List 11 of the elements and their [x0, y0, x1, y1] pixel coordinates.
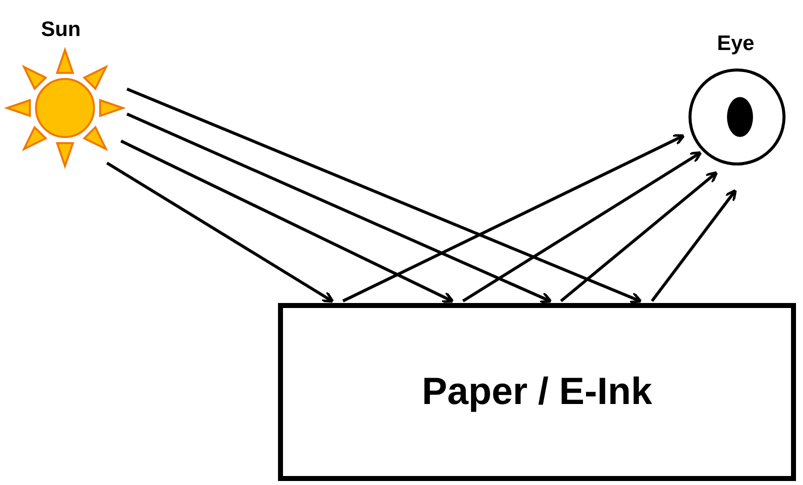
arrow — [560, 171, 718, 302]
arrow — [126, 88, 642, 304]
arrow — [126, 112, 552, 304]
arrow — [650, 188, 737, 302]
node-label: Sun — [41, 18, 81, 42]
arrow — [120, 140, 454, 303]
arrow — [462, 151, 702, 302]
arrow — [342, 134, 686, 302]
surface-box: Paper / E-Ink — [278, 303, 796, 481]
arrow — [106, 162, 334, 303]
node-label: Eye — [717, 32, 754, 56]
